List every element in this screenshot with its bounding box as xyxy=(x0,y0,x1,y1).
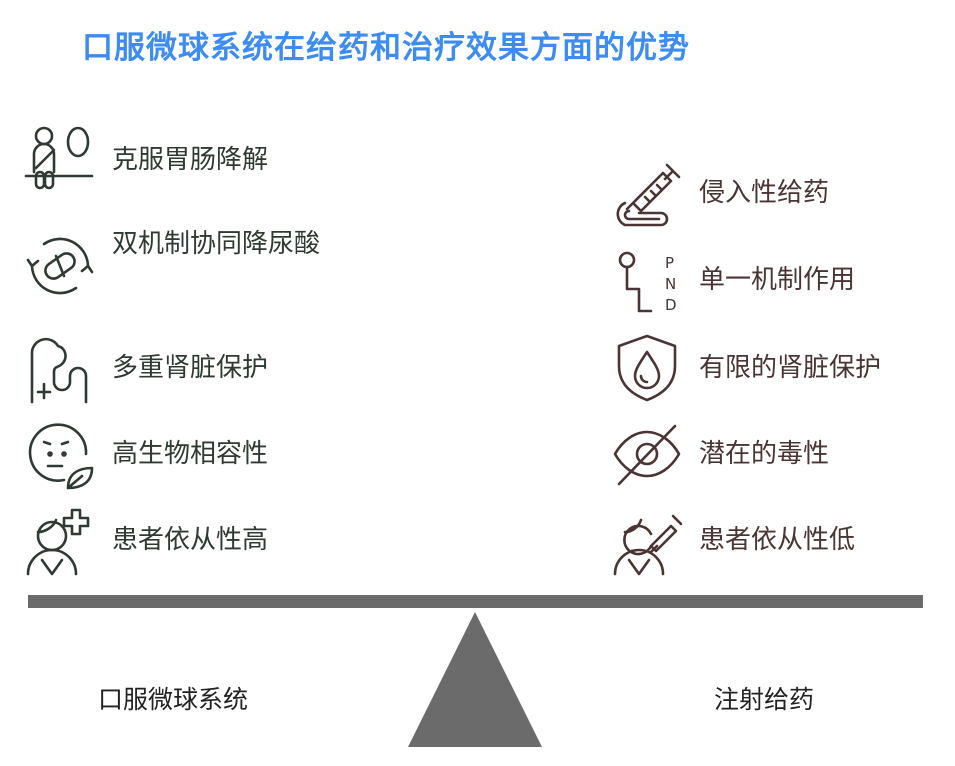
item-label: 有限的肾脏保护 xyxy=(699,353,882,383)
eye-slash-icon xyxy=(613,424,681,486)
left-item: 双机制协同降尿酸 xyxy=(24,226,322,302)
item-label: 患者依从性低 xyxy=(699,525,856,555)
letter-p: P xyxy=(665,254,674,272)
right-item: 有限的肾脏保护 xyxy=(611,332,881,404)
item-label: 潜在的毒性 xyxy=(699,439,830,469)
letter-n: N xyxy=(665,275,676,293)
shield-drop-icon xyxy=(617,334,677,402)
right-item: 潜在的毒性 xyxy=(611,418,829,490)
pill-cycle-icon xyxy=(26,237,94,295)
page-title: 口服微球系统在给药和治疗效果方面的优势 xyxy=(82,30,690,66)
item-label: 克服胃肠降解 xyxy=(112,145,269,175)
person-sitting-icon xyxy=(24,126,94,190)
person-plus-icon xyxy=(26,508,90,576)
right-item: 患者依从性低 xyxy=(611,504,855,576)
balance-fulcrum xyxy=(408,612,542,747)
letter-d: D xyxy=(665,296,677,314)
item-label: 患者依从性高 xyxy=(112,525,269,555)
kidney-icon xyxy=(30,337,88,404)
item-label: 侵入性给药 xyxy=(699,178,830,208)
left-item: 克服胃肠降解 xyxy=(24,124,268,196)
item-label: 高生物相容性 xyxy=(112,439,269,469)
right-item: 侵入性给药 xyxy=(611,157,829,229)
right-balance-label: 注射给药 xyxy=(714,685,815,714)
left-item: 多重肾脏保护 xyxy=(24,332,268,404)
item-label: 双机制协同降尿酸 xyxy=(112,229,321,259)
face-leaf-icon xyxy=(28,423,94,490)
left-item: 高生物相容性 xyxy=(24,418,268,490)
item-label: 单一机制作用 xyxy=(699,265,856,295)
syringe-icon xyxy=(616,163,681,227)
balance-beam xyxy=(28,595,923,608)
item-label: 多重肾脏保护 xyxy=(112,353,269,383)
left-balance-label: 口服微球系统 xyxy=(98,685,249,714)
gear-shift-icon: PND xyxy=(618,251,677,314)
person-syringe-icon xyxy=(613,514,683,576)
left-item: 患者依从性高 xyxy=(24,504,268,576)
